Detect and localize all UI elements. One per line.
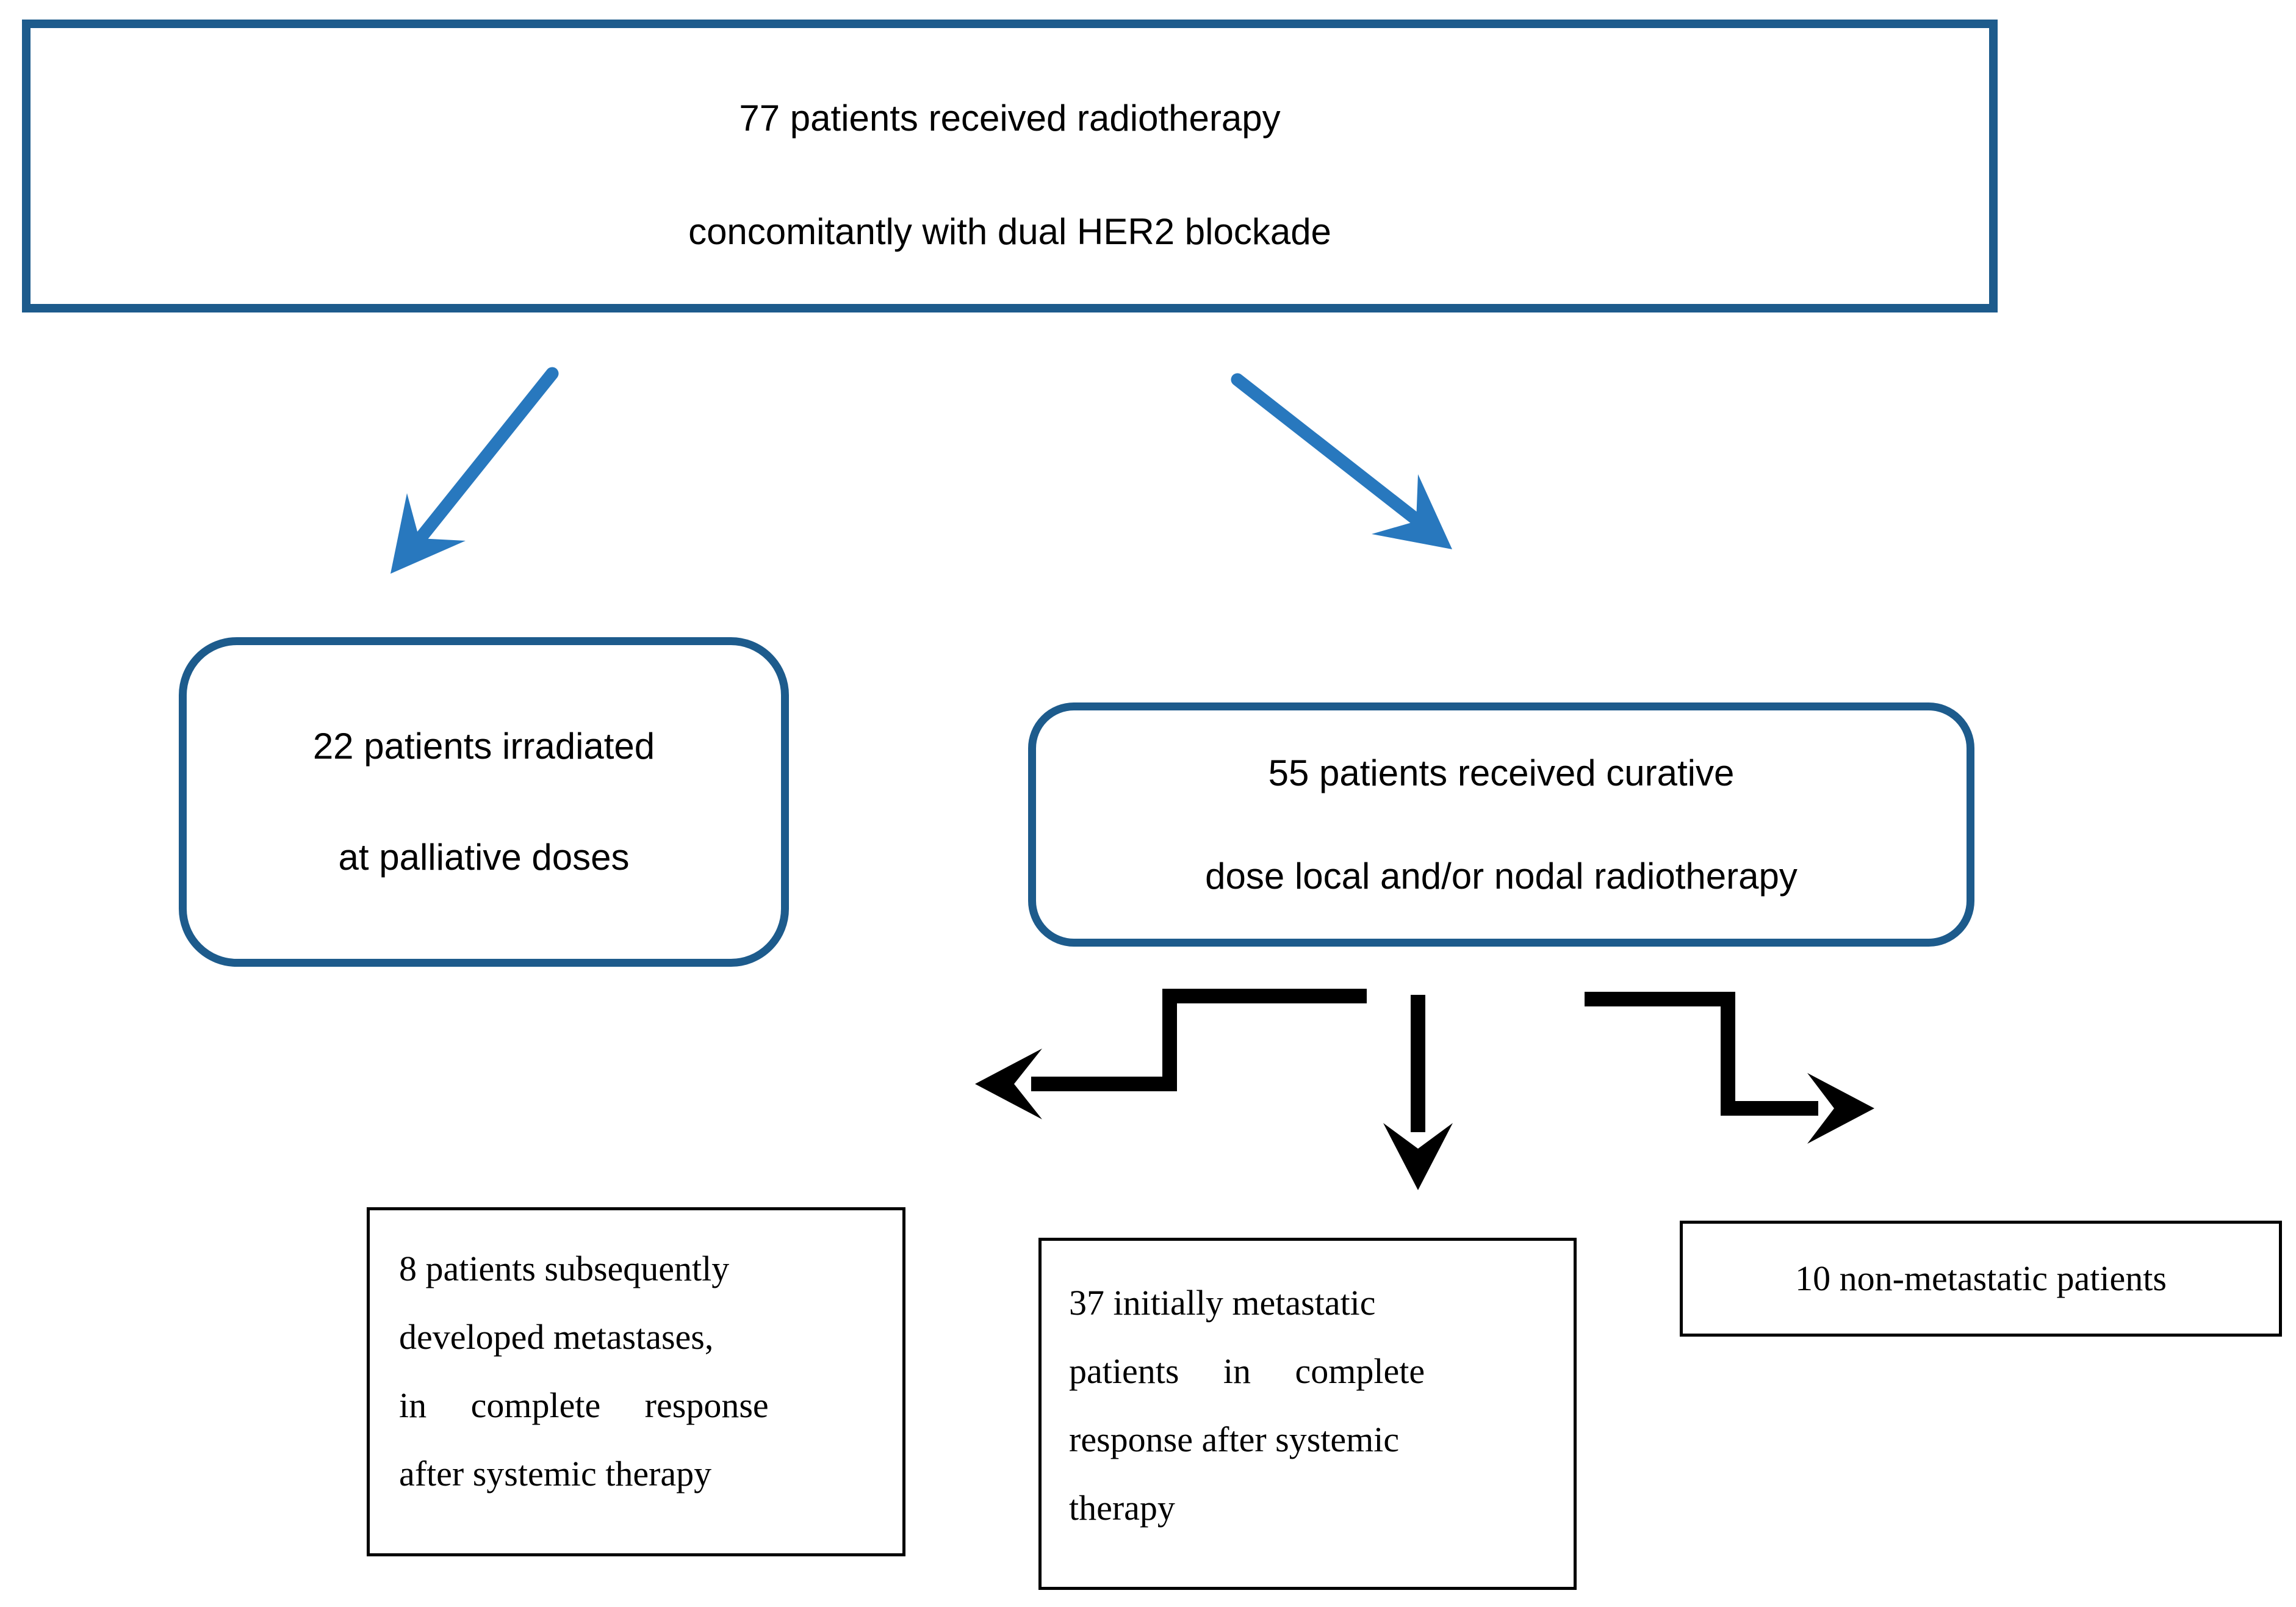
top-box-total-patients: 77 patients received radiotherapy concom… (22, 20, 1998, 312)
black-elbow-left-head (975, 1049, 1042, 1119)
subsequent-metastases-line-3: in complete response (399, 1385, 769, 1425)
non-metastatic-line-1: 10 non-metastatic patients (1795, 1259, 2167, 1298)
initially-metastatic-line-2: patients in complete (1069, 1351, 1425, 1391)
initially-metastatic-line-4: therapy (1069, 1488, 1175, 1528)
palliative-box-line-1: 22 patients irradiated (312, 726, 655, 767)
initially-metastatic-line-3: response after systemic (1069, 1420, 1400, 1459)
subsequent-metastases-line-4: after systemic therapy (399, 1454, 712, 1493)
black-elbow-left-line (1031, 989, 1367, 1091)
non-metastatic-box: 10 non-metastatic patients (1680, 1221, 2282, 1337)
black-middle-arrow-head (1383, 1123, 1453, 1190)
black-elbow-arrow-left (975, 989, 1367, 1119)
blue-arrow-to-palliative (390, 367, 559, 574)
subsequent-metastases-line-1: 8 patients subsequently (399, 1249, 730, 1288)
subsequent-metastases-box: 8 patients subsequently developed metast… (367, 1207, 905, 1556)
palliative-box-line-2: at palliative doses (338, 837, 630, 878)
black-arrow-down-middle (1383, 995, 1453, 1190)
top-box-line-1: 77 patients received radiotherapy (739, 98, 1281, 139)
black-elbow-right-head (1807, 1073, 1874, 1144)
curative-box-line-1: 55 patients received curative (1268, 752, 1735, 793)
blue-arrow-right-head (1372, 474, 1452, 549)
blue-arrow-left-head (390, 493, 466, 574)
top-box-line-2: concomitantly with dual HER2 blockade (688, 211, 1331, 252)
black-elbow-right-line (1585, 992, 1818, 1116)
initially-metastatic-box: 37 initially metastatic patients in comp… (1038, 1238, 1577, 1590)
blue-arrow-to-curative (1231, 373, 1452, 549)
blue-arrow-right-shaft (1231, 373, 1428, 530)
curative-box: 55 patients received curative dose local… (1028, 702, 1974, 947)
curative-box-line-2: dose local and/or nodal radiotherapy (1205, 855, 1798, 897)
initially-metastatic-line-1: 37 initially metastatic (1069, 1283, 1376, 1323)
palliative-box: 22 patients irradiated at palliative dos… (179, 637, 789, 967)
black-elbow-arrow-right (1585, 992, 1874, 1144)
subsequent-metastases-line-2: developed metastases, (399, 1317, 714, 1357)
blue-arrow-left-shaft (416, 367, 559, 543)
